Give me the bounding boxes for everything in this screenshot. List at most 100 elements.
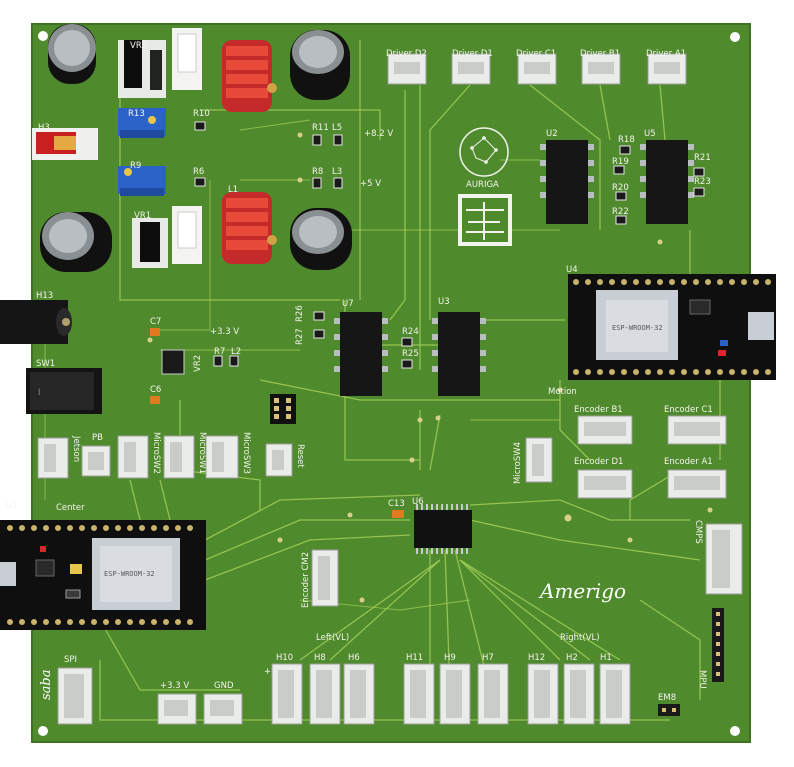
cap-top-left xyxy=(48,24,96,84)
label-r18: R18 xyxy=(618,135,635,145)
svg-text:MicroSW4: MicroSW4 xyxy=(513,442,523,484)
svg-text:U6: U6 xyxy=(412,497,424,507)
svg-text:L1: L1 xyxy=(228,185,238,195)
label-left-vl: Left(VL) xyxy=(316,633,349,643)
svg-text:Encoder D1: Encoder D1 xyxy=(574,457,623,467)
svg-text:H7: H7 xyxy=(482,653,494,663)
connector-reset: Reset xyxy=(265,443,305,477)
connector-cmps: CMPS xyxy=(693,520,743,595)
regulator-vr3: VR3 xyxy=(118,40,166,98)
connector-h7: H7 xyxy=(477,653,509,725)
svg-text:H8: H8 xyxy=(314,653,326,663)
signature-saba: saba xyxy=(39,670,54,701)
svg-text:U5: U5 xyxy=(644,129,656,139)
svg-text:MPU: MPU xyxy=(697,670,707,689)
svg-text:PB: PB xyxy=(92,433,103,443)
mid-left-connectors: Jetson PB MicroSW2 MicroSW1 MicroSW3 Res… xyxy=(37,432,305,479)
connector-gnd: GND xyxy=(203,681,243,725)
svg-text:R9: R9 xyxy=(130,161,141,171)
connector-h6: H6 xyxy=(343,653,375,725)
regulator-vr1: VR1 xyxy=(132,211,168,268)
svg-text:Encoder A1: Encoder A1 xyxy=(664,457,713,467)
svg-text:Jetson: Jetson xyxy=(71,435,81,462)
svg-text:+3.3 V: +3.3 V xyxy=(160,681,189,691)
svg-text:Driver A1: Driver A1 xyxy=(646,49,686,59)
power-switch-sw1: I SW1 xyxy=(26,359,102,414)
ic-u3: U3 xyxy=(432,297,486,396)
connector-driver-c1: Driver C1 xyxy=(516,49,557,85)
ic-u7: U7 xyxy=(334,299,388,396)
connector-encoder-a1: Encoder A1 xyxy=(664,457,727,499)
label-r23: R23 xyxy=(694,177,711,187)
cap-bottom-mid xyxy=(290,208,352,270)
esp32-board-u1: ESP-WROOM-32 U1 xyxy=(0,501,206,630)
svg-text:H1: H1 xyxy=(600,653,612,663)
label-center: Center xyxy=(56,503,85,513)
svg-text:Encoder B1: Encoder B1 xyxy=(574,405,623,415)
svg-text:H12: H12 xyxy=(528,653,545,663)
dc-jack-h13: H13 xyxy=(0,291,72,344)
svg-text:Driver D1: Driver D1 xyxy=(452,49,493,59)
pot-r13: R13 xyxy=(118,108,166,138)
connector-encoder-c1: Encoder C1 xyxy=(664,405,727,445)
board-name: Amerigo xyxy=(538,579,626,603)
connector-h8: H8 xyxy=(309,653,341,725)
esp32-board-u4: ESP-WROOM-32 U4 xyxy=(566,265,776,380)
label-v82: +8.2 V xyxy=(364,129,393,139)
connector-jetson: Jetson xyxy=(37,435,81,479)
label-r27: R27 xyxy=(295,328,305,345)
connector-driver-d2: Driver D2 xyxy=(386,49,427,85)
mount-hole-bl xyxy=(38,726,48,736)
label-right-vl: Right(VL) xyxy=(560,633,600,643)
connector-encoder-b1: Encoder B1 xyxy=(574,405,633,445)
svg-text:H2: H2 xyxy=(566,653,578,663)
connector-h3: H3 xyxy=(32,123,98,160)
svg-text:GND: GND xyxy=(214,681,234,691)
connector-h11: H11 xyxy=(403,653,435,725)
smd-resistors-u7 xyxy=(313,311,413,369)
pot-r9: R9 xyxy=(118,161,166,196)
connector-driver-b1: Driver B1 xyxy=(580,49,621,85)
svg-text:Driver B1: Driver B1 xyxy=(580,49,620,59)
label-r11: R11 xyxy=(312,123,329,133)
svg-text:U7: U7 xyxy=(342,299,354,309)
connector-h2: H2 xyxy=(563,653,595,725)
connector-driver-d1: Driver D1 xyxy=(451,49,493,85)
mount-hole-tr xyxy=(730,32,740,42)
label-r26: R26 xyxy=(295,305,305,322)
ic-u2: U2 xyxy=(540,129,594,224)
connector-h12: H12 xyxy=(527,653,559,725)
svg-text:MicroSW3: MicroSW3 xyxy=(241,432,251,474)
smd-resistors-u2-u5 xyxy=(613,145,705,225)
smd-power-3v3 xyxy=(150,328,239,404)
label-motion: Motion xyxy=(548,387,577,397)
svg-text:SW1: SW1 xyxy=(36,359,55,369)
smd-resistors-top xyxy=(194,121,343,189)
label-v5: +5 V xyxy=(360,179,381,189)
label-l5: L5 xyxy=(332,123,342,133)
university-seal xyxy=(458,194,512,246)
svg-text:VR1: VR1 xyxy=(134,211,151,221)
svg-text:Reset: Reset xyxy=(295,444,305,468)
svg-text:EM8: EM8 xyxy=(658,693,676,703)
label-l2: L2 xyxy=(231,347,241,357)
svg-text:Driver C1: Driver C1 xyxy=(516,49,556,59)
svg-text:MicroSW2: MicroSW2 xyxy=(151,432,161,474)
mount-hole-tl xyxy=(38,31,48,41)
svg-text:H6: H6 xyxy=(348,653,360,663)
auriga-logo: AURIGA xyxy=(459,127,509,190)
inductor-l1: L1 xyxy=(222,185,277,264)
svg-text:H10: H10 xyxy=(276,653,293,663)
svg-text:I: I xyxy=(38,388,41,398)
electrolytic-capacitors xyxy=(40,24,352,272)
svg-text:H9: H9 xyxy=(444,653,456,663)
svg-text:H13: H13 xyxy=(36,291,53,301)
svg-text:R13: R13 xyxy=(128,109,145,119)
label-r6: R6 xyxy=(193,167,204,177)
label-vr2: VR2 xyxy=(193,355,203,372)
connector-microsw2: MicroSW2 xyxy=(117,432,161,479)
label-r8: R8 xyxy=(312,167,323,177)
label-r19: R19 xyxy=(612,157,629,167)
regulator-block-top xyxy=(172,28,202,90)
connector-microsw3: MicroSW3 xyxy=(205,432,251,479)
